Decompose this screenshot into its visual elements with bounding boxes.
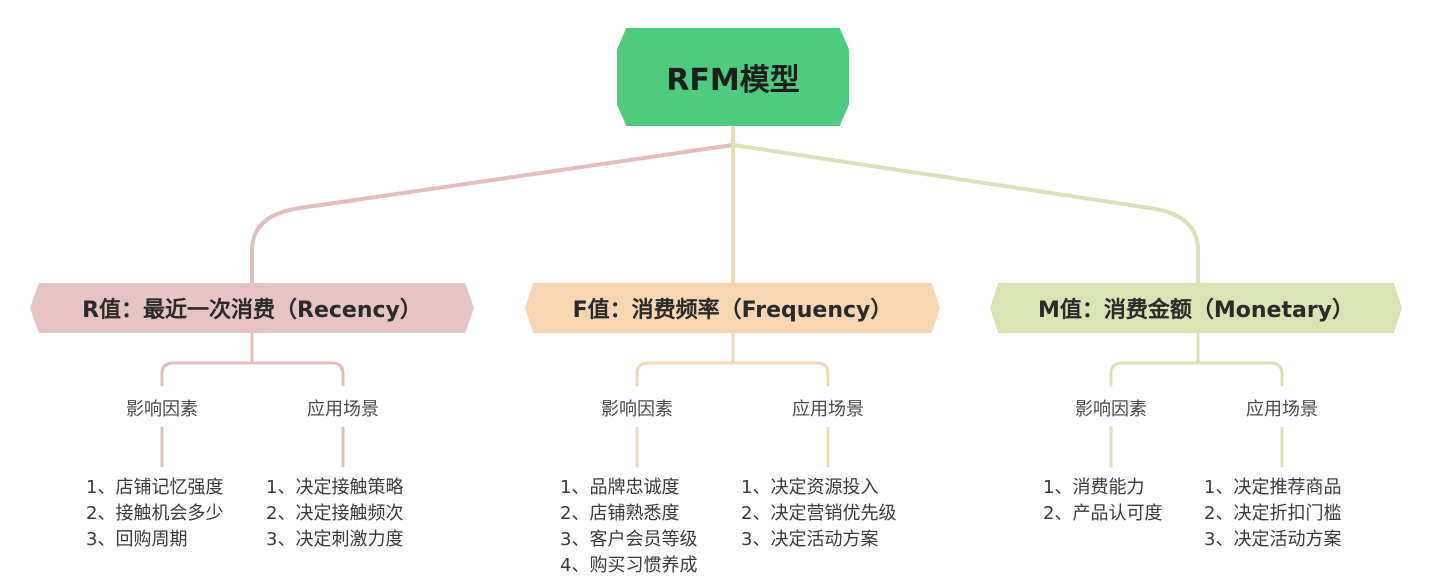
list-item: 3、客户会员等级 xyxy=(560,529,698,550)
list-item: 3、决定刺激力度 xyxy=(266,529,404,550)
list-item: 1、决定资源投入 xyxy=(741,477,879,498)
connector-branch-split xyxy=(1109,361,1284,387)
frequency-factor-heading: 影响因素 xyxy=(601,399,673,420)
list-item: 2、决定折扣门槛 xyxy=(1204,503,1342,524)
connector-branch-split xyxy=(635,361,830,387)
recency-scene-list: 1、决定接触策略 2、决定接触频次 3、决定刺激力度 xyxy=(266,475,403,553)
root-label: RFM模型 xyxy=(666,63,800,98)
list-item: 1、决定接触策略 xyxy=(266,477,404,498)
list-item: 2、决定营销优先级 xyxy=(741,503,897,524)
connector-root-monetary xyxy=(731,143,1200,285)
branch-recency[interactable]: R值：最近一次消费（Recency） xyxy=(30,283,474,333)
frequency-scene-list: 1、决定资源投入 2、决定营销优先级 3、决定活动方案 xyxy=(741,475,896,553)
list-item: 3、决定活动方案 xyxy=(741,529,879,550)
recency-scene-heading: 应用场景 xyxy=(307,399,379,420)
frequency-factor-list: 1、品牌忠诚度 2、店铺熟悉度 3、客户会员等级 4、购买习惯养成 xyxy=(560,475,697,579)
list-item: 1、品牌忠诚度 xyxy=(560,477,680,498)
branch-monetary[interactable]: M值：消费金额（Monetary） xyxy=(990,283,1402,333)
monetary-scene-heading: 应用场景 xyxy=(1246,399,1318,420)
branch-monetary-label: M值：消费金额（Monetary） xyxy=(1037,298,1355,323)
branch-frequency[interactable]: F值：消费频率（Frequency） xyxy=(525,283,940,333)
connector-root-recency xyxy=(250,143,735,285)
list-item: 4、购买习惯养成 xyxy=(560,555,698,576)
recency-factor-heading: 影响因素 xyxy=(126,399,198,420)
recency-factor-list: 1、店铺记忆强度 2、接触机会多少 3、回购周期 xyxy=(86,475,223,553)
list-item: 2、决定接触频次 xyxy=(266,503,404,524)
connector-branch-split xyxy=(160,361,345,387)
list-item: 3、决定活动方案 xyxy=(1204,529,1342,550)
list-item: 2、接触机会多少 xyxy=(86,503,224,524)
list-item: 1、决定推荐商品 xyxy=(1204,477,1342,498)
list-item: 3、回购周期 xyxy=(86,529,188,550)
frequency-scene-heading: 应用场景 xyxy=(792,399,864,420)
branch-frequency-label: F值：消费频率（Frequency） xyxy=(572,298,893,323)
list-item: 1、消费能力 xyxy=(1043,477,1145,498)
branch-recency-label: R值：最近一次消费（Recency） xyxy=(82,298,422,323)
root-node[interactable]: RFM模型 xyxy=(617,28,849,126)
list-item: 2、店铺熟悉度 xyxy=(560,503,680,524)
list-item: 2、产品认可度 xyxy=(1043,503,1163,524)
monetary-factor-heading: 影响因素 xyxy=(1075,399,1147,420)
list-item: 1、店铺记忆强度 xyxy=(86,477,224,498)
monetary-scene-list: 1、决定推荐商品 2、决定折扣门槛 3、决定活动方案 xyxy=(1204,475,1341,553)
monetary-factor-list: 1、消费能力 2、产品认可度 xyxy=(1043,475,1162,527)
